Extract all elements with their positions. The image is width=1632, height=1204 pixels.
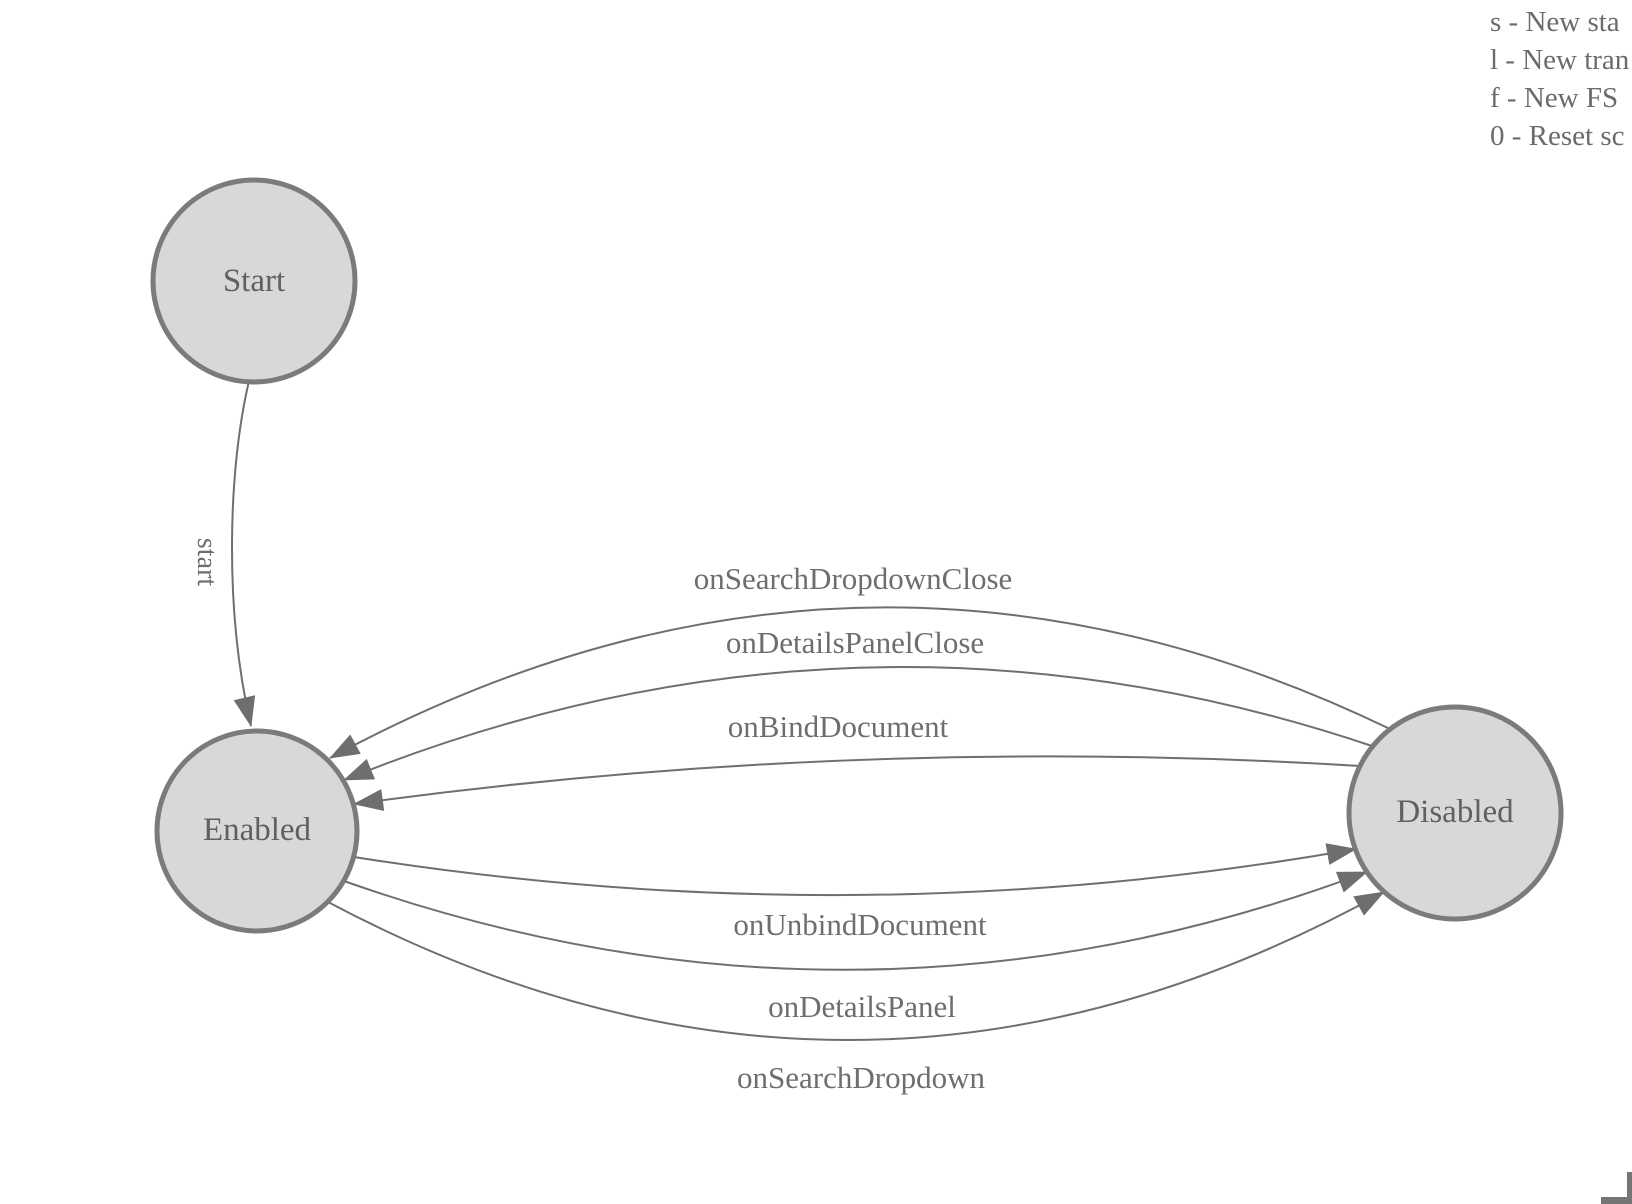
transition-label-on-search-dropdown-close[interactable]: onSearchDropdownClose: [694, 561, 1013, 596]
transition-path-on-details-panel-close[interactable]: [343, 666, 1376, 781]
transition-label-on-details-panel-close[interactable]: onDetailsPanelClose: [726, 625, 984, 660]
state-label-start: Start: [223, 263, 285, 299]
transition-labels-layer: start onSearchDropdownClose onDetailsPanel…: [191, 538, 1012, 1095]
state-circle-disabled[interactable]: [1346, 704, 1564, 922]
corner-frame-fragment-vertical: [1627, 1172, 1632, 1203]
transition-path-on-search-dropdown-close[interactable]: [329, 606, 1391, 759]
transition-path-start-to-enabled[interactable]: [231, 380, 256, 727]
state-circle-enabled[interactable]: [154, 728, 360, 934]
legend-line-new-state: s - New sta: [1490, 6, 1620, 38]
transition-path-on-search-dropdown[interactable]: [327, 891, 1385, 1041]
state-label-disabled: Disabled: [1396, 794, 1514, 830]
transition-label-on-search-dropdown[interactable]: onSearchDropdown: [737, 1060, 985, 1095]
shortcuts-legend: s - New sta l - New tran f - New FS 0 - …: [1490, 3, 1629, 155]
transition-path-on-unbind-document[interactable]: [353, 843, 1357, 897]
transitions-layer: [231, 380, 1391, 1041]
transition-label-on-bind-document[interactable]: onBindDocument: [728, 709, 949, 744]
transition-label-on-details-panel[interactable]: onDetailsPanel: [768, 989, 956, 1024]
transition-label-start-to-enabled[interactable]: start: [191, 538, 222, 586]
legend-line-new-transition: l - New tran: [1490, 44, 1630, 76]
transition-path-on-details-panel[interactable]: [343, 871, 1368, 971]
state-circle-start[interactable]: [150, 177, 358, 385]
legend-line-new-fsm: f - New FS: [1490, 82, 1619, 114]
state-label-enabled: Enabled: [203, 812, 312, 848]
corner-frame-fragment-horizontal: [1601, 1197, 1632, 1204]
legend-line-reset-scale: 0 - Reset sc: [1490, 120, 1625, 152]
transition-label-on-unbind-document[interactable]: onUnbindDocument: [733, 907, 987, 942]
transition-path-on-bind-document[interactable]: [353, 755, 1361, 811]
